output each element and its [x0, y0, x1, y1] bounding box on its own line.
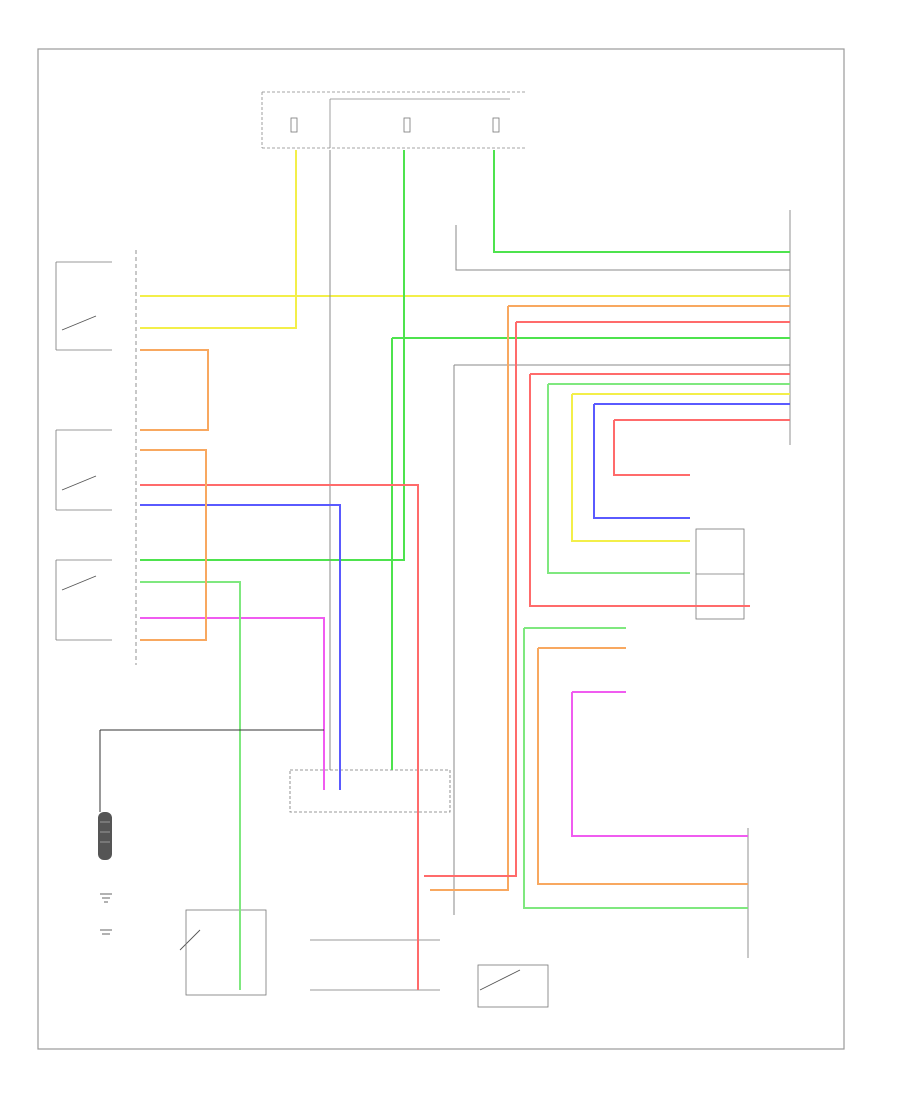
wire-orange-35	[140, 449, 207, 641]
battery-icon	[98, 812, 112, 860]
wire-magenta-23	[140, 617, 325, 790]
wire-light_green-28	[547, 384, 690, 574]
wire-green-2	[140, 150, 405, 561]
wire-magenta-25	[571, 692, 748, 837]
ground-icon	[100, 893, 112, 935]
wire-light_green-30	[523, 628, 748, 909]
wire-orange-12	[430, 306, 509, 891]
wire-orange-32	[537, 648, 748, 885]
wire-red-17	[529, 374, 750, 607]
switch-icon	[61, 315, 521, 991]
wire-group	[99, 150, 790, 990]
wire-blue-22	[593, 404, 690, 519]
fuse-box	[261, 91, 525, 149]
connector-icon	[695, 210, 791, 958]
wire-orange-10	[140, 349, 209, 431]
wire-yellow-0	[140, 150, 297, 329]
connector-icon	[55, 250, 137, 665]
wire-yellow-34	[571, 394, 690, 542]
wire-red-13	[140, 484, 419, 990]
wire-light_green-26	[140, 581, 241, 990]
fuse-icon	[290, 117, 500, 133]
diagram-border	[37, 48, 845, 1050]
wire-red-15	[424, 322, 517, 877]
wire-gray-7	[455, 225, 790, 271]
wire-red-19	[613, 420, 690, 476]
wire-green-5	[493, 150, 790, 253]
